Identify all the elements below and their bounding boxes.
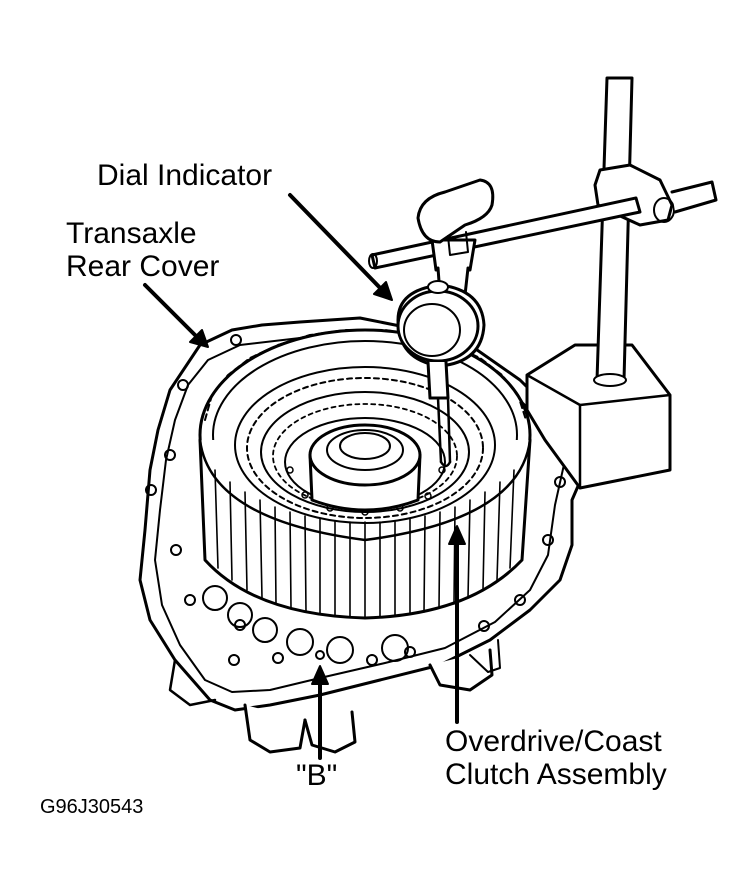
point-b-label: "B" (296, 759, 338, 792)
point-b-arrowhead (311, 665, 329, 685)
dial-indicator-gauge (396, 280, 486, 468)
dial-indicator-stand (368, 76, 718, 490)
rear-cover-label-line2: Rear Cover (66, 250, 220, 283)
rear-cover-label-line1: Transaxle (66, 217, 197, 250)
leader-arrows (143, 193, 466, 760)
clutch-label-line2: Clutch Assembly (445, 758, 667, 791)
rear-cover-leader (143, 283, 200, 340)
figure-code: G96J30543 (40, 796, 144, 818)
dial-indicator-arrowhead (373, 281, 393, 301)
clutch-arrowhead (448, 525, 466, 545)
clutch-label-line1: Overdrive/Coast (445, 725, 662, 758)
dial-indicator-label: Dial Indicator (97, 159, 273, 192)
rear-cover-arrowhead (189, 329, 209, 348)
clutch-drum (198, 328, 532, 620)
dial-indicator-leader (288, 193, 387, 295)
